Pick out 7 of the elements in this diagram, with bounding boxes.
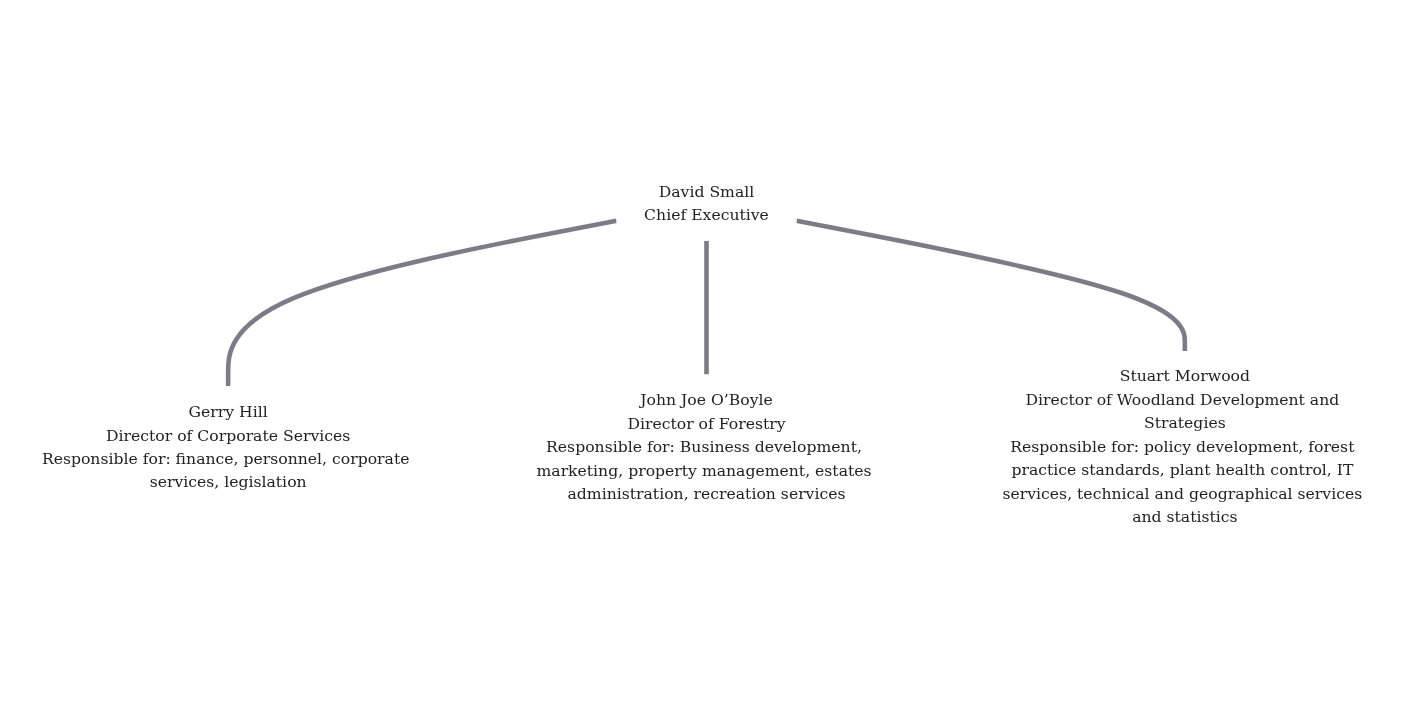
connector xyxy=(225,218,617,387)
node-text: John Joe O’Boyle Director of Forestry Responsible for: Business development, marketing, property management, estates administration, recreation services xyxy=(536,390,872,503)
connector xyxy=(704,240,709,375)
connector xyxy=(796,218,1188,352)
node-text: Stuart Morwood Director of Woodland Development and Strategies Responsible for: policy development, forest practice standards, plant health control, IT services, technical and geographical services and statistics xyxy=(1002,366,1363,526)
node-text: David Small Chief Executive xyxy=(644,181,769,224)
node-text: Gerry Hill Director of Corporate Services Responsible for: finance, personnel, corporate services, legislation xyxy=(41,401,410,491)
